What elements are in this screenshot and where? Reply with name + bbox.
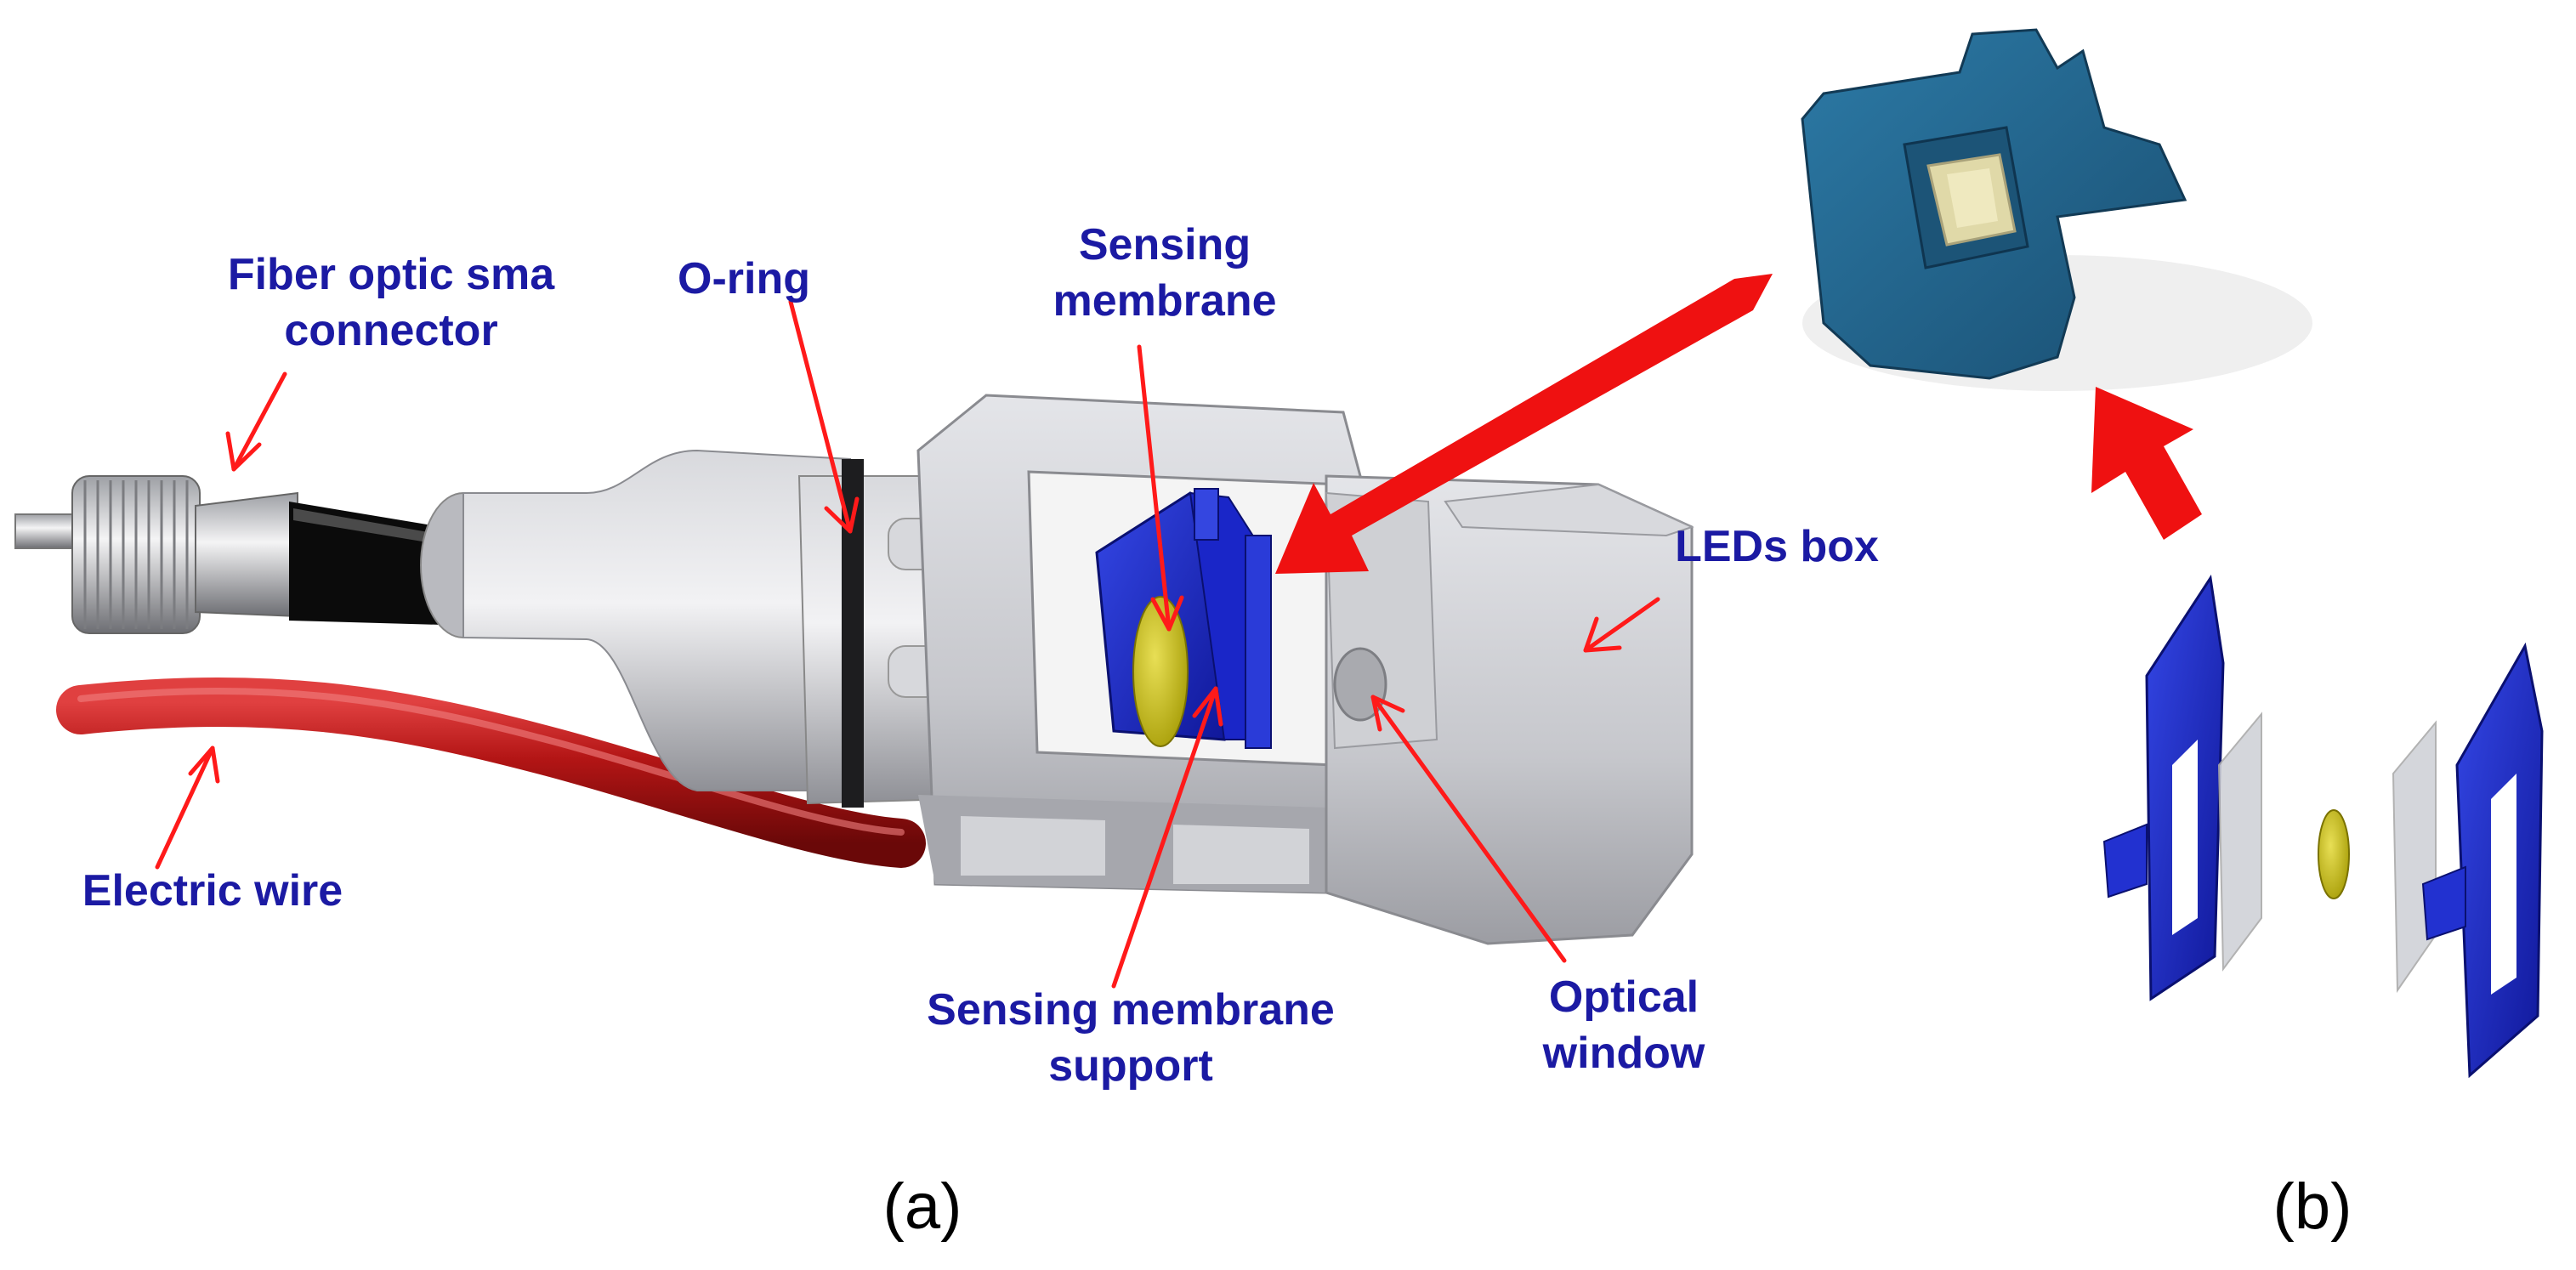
- pointer-arrow-fiber: [231, 371, 287, 472]
- label-window-line1: Optical: [1548, 972, 1699, 1022]
- label-membrane-line1: Sensing: [1078, 220, 1251, 269]
- label-electric-wire: Electric wire: [82, 866, 343, 916]
- label-support-line2: support: [1048, 1041, 1213, 1091]
- pointer-arrow-membrane: [1137, 344, 1172, 632]
- pointer-arrow-wire: [155, 746, 215, 870]
- panel-label-b: (b): [2272, 1171, 2352, 1243]
- electric-wire: [56, 677, 926, 868]
- label-membrane-line2: membrane: [1053, 276, 1277, 326]
- big-arrow-to-membrane: [1275, 274, 1773, 574]
- printed-part-photo: [1801, 28, 2312, 391]
- optical-window-hole: [1333, 647, 1387, 722]
- pointer-arrow-support: [1111, 686, 1218, 989]
- oring-flange: [797, 459, 957, 808]
- label-optical-window: Optical window: [1496, 969, 1751, 1081]
- pointer-arrow-oring: [788, 299, 853, 534]
- label-membrane-support: Sensing membrane support: [884, 982, 1377, 1094]
- sensor-assembly: [14, 394, 1694, 945]
- pointer-arrow-leds: [1583, 597, 1660, 653]
- exploded-view: [2102, 574, 2544, 1079]
- label-support-line1: Sensing membrane: [927, 985, 1335, 1035]
- label-leds-box: LEDs box: [1675, 522, 1879, 571]
- label-window-line2: window: [1542, 1029, 1705, 1078]
- exploded-membrane: [2318, 809, 2350, 899]
- label-fiber-line2: connector: [284, 306, 498, 355]
- label-fiber-line1: Fiber optic sma: [227, 250, 555, 299]
- panel-label-a: (a): [882, 1171, 962, 1243]
- fiber-optic-connector: [14, 475, 442, 634]
- big-arrow-to-photo: [2091, 387, 2202, 540]
- label-oring: O-ring: [678, 254, 810, 303]
- label-fiber-connector: Fiber optic sma connector: [170, 247, 612, 359]
- housing-nozzle: [420, 449, 851, 791]
- label-sensing-membrane: Sensing membrane: [1012, 217, 1318, 329]
- sensing-membrane: [1132, 596, 1189, 747]
- pointer-arrow-window: [1370, 695, 1567, 963]
